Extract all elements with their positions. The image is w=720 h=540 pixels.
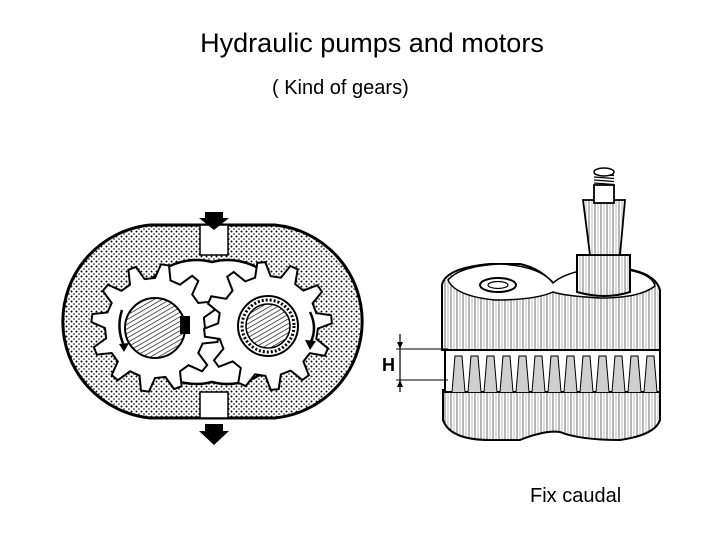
band-tooth <box>611 355 626 393</box>
outflow-arrow-icon <box>199 424 229 445</box>
bearing-cap <box>479 277 517 293</box>
pump-body-lower <box>442 389 661 442</box>
slide-title: Hydraulic pumps and motors <box>200 28 544 58</box>
band-tooth <box>595 355 610 393</box>
band-tooth <box>547 355 562 393</box>
band-tooth <box>451 355 466 393</box>
band-tooth <box>483 355 498 393</box>
drive-shaft <box>576 167 631 297</box>
band-tooth <box>499 355 514 393</box>
shaft-key <box>180 316 190 334</box>
pump-cross-section <box>61 212 364 445</box>
band-tooth <box>467 355 482 393</box>
band-tooth <box>531 355 546 393</box>
band-tooth <box>563 355 578 393</box>
caption: Fix caudal <box>530 485 622 507</box>
shaft-thread <box>593 176 615 180</box>
right-shaft <box>245 303 291 349</box>
shaft-thread <box>593 182 615 186</box>
band-tooth <box>627 355 642 393</box>
band-tooth <box>579 355 594 393</box>
shaft-thread <box>593 179 615 183</box>
band-tooth <box>643 355 658 393</box>
rotation-arrow-left-icon <box>118 309 126 347</box>
inflow-arrow-icon <box>199 212 229 230</box>
outlet-port <box>199 391 229 419</box>
left-shaft <box>124 297 186 359</box>
slide-subtitle: ( Kind of gears) <box>272 77 409 99</box>
band-tooth <box>515 355 530 393</box>
pump-3d-view: H <box>382 167 661 442</box>
dimension-h: H <box>382 334 448 392</box>
dimension-label: H <box>382 355 395 375</box>
